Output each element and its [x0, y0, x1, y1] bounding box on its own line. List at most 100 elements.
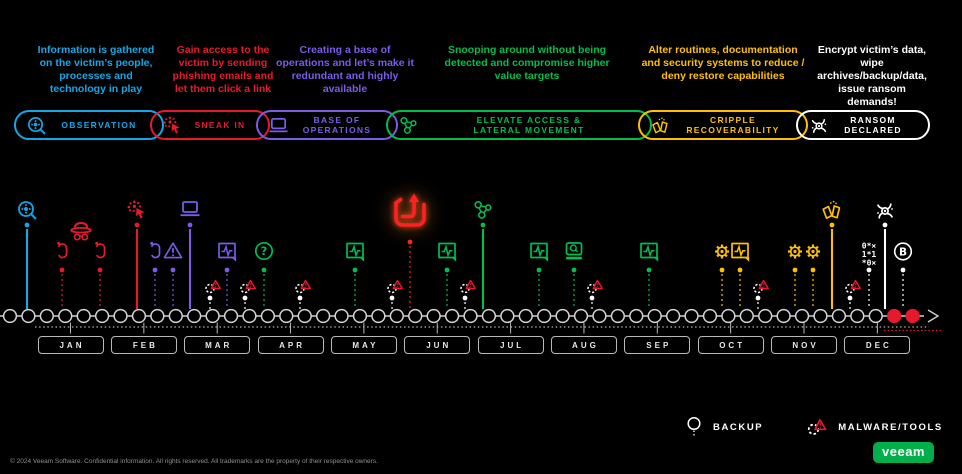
phase-pill-label: CRIPPLE RECOVERABILITY — [686, 115, 780, 135]
month-box-apr: APR — [257, 336, 324, 354]
malware-icon — [240, 279, 257, 294]
marker-dot — [589, 295, 595, 301]
timeline-node — [555, 308, 570, 324]
monitor-icon — [438, 242, 457, 263]
phase-pill-ransom-declared: RANSOM DECLARED — [796, 110, 930, 140]
marker-dot — [646, 267, 652, 273]
timeline-node — [481, 308, 497, 324]
malware-icon — [205, 279, 222, 294]
marker-dot — [242, 295, 248, 301]
timeline-node — [187, 308, 202, 324]
phase-pill-observation: OBSERVATION — [14, 110, 164, 140]
timeline-node — [371, 308, 386, 324]
timeline-node — [94, 308, 110, 324]
gear-icon — [786, 243, 804, 260]
timeline-node — [702, 308, 718, 324]
phase-pill-cripple-recoverability: CRIPPLE RECOVERABILITY — [638, 110, 808, 140]
month-box-dec: DEC — [844, 336, 911, 354]
bitcoin-icon — [893, 242, 913, 261]
monitor-icon — [346, 242, 365, 263]
timeline-node — [21, 308, 36, 324]
legend-item-malware-tools: MALWARE/TOOLS — [807, 418, 943, 436]
marker-dot — [719, 267, 725, 273]
gear-icon — [804, 243, 822, 260]
legend: BACKUP MALWARE/TOOLS — [686, 416, 943, 438]
binary-icon — [861, 241, 877, 267]
phase-description-elevate-access: Snooping around without being detected a… — [444, 44, 610, 82]
timeline-node — [150, 308, 165, 324]
timeline-node — [776, 308, 791, 324]
laptop-icon — [180, 201, 200, 217]
timeline-node — [334, 308, 349, 324]
timeline-node-compromised — [887, 308, 902, 324]
timeline-node — [721, 308, 736, 324]
timeline-node — [831, 308, 847, 324]
phase-pill-label: SNEAK IN — [194, 120, 246, 130]
marker-dot — [536, 267, 542, 273]
molecule-icon — [399, 116, 418, 135]
marker-dot — [882, 222, 888, 228]
marker-dot — [261, 267, 267, 273]
month-box-aug: AUG — [550, 336, 617, 354]
marker-dot — [407, 239, 413, 245]
malware-icon — [295, 279, 312, 294]
timeline-node — [537, 308, 552, 324]
phase-description-observation: Information is gathered on the victim’s … — [37, 44, 155, 95]
malware-tools-icon — [807, 418, 827, 436]
marker-dot — [152, 267, 158, 273]
marker-dot — [480, 222, 486, 228]
month-box-sep: SEP — [624, 336, 691, 354]
timeline-node — [647, 308, 662, 324]
timeline-node — [2, 308, 18, 324]
phase-description-ransom-declared: Encrypt victim’s data, wipe archives/bac… — [817, 44, 927, 108]
timeline-node — [500, 308, 515, 324]
month-box-oct: OCT — [697, 336, 764, 354]
molecule-icon — [474, 201, 492, 219]
marker-dot — [297, 295, 303, 301]
marker-dot — [24, 222, 30, 228]
timeline-node — [113, 308, 128, 324]
marker-dot — [866, 267, 872, 273]
malware-icon — [753, 279, 770, 294]
timeline-node — [389, 308, 404, 324]
backup-icon — [686, 416, 702, 438]
phase-pill-label: OBSERVATION — [61, 120, 137, 130]
hook-icon — [149, 241, 161, 259]
hook-icon — [56, 241, 68, 259]
phase-pill-label: BASE OF OPERATIONS — [302, 115, 372, 135]
timeline-node — [794, 308, 810, 324]
timeline-node — [684, 308, 699, 324]
marker-dot — [444, 267, 450, 273]
timeline-node — [850, 308, 865, 324]
marker-dot — [900, 267, 906, 273]
marker-dot — [134, 222, 140, 228]
hook-icon — [94, 241, 106, 259]
veeam-logo: veeam — [873, 442, 934, 463]
legend-label-malware-tools: MALWARE/TOOLS — [838, 421, 943, 433]
gear-icon — [713, 243, 731, 260]
timeline-node — [629, 308, 644, 324]
timeline-node — [463, 308, 478, 324]
marker-dot — [571, 267, 577, 273]
timeline-node — [426, 308, 441, 324]
month-box-jun: JUN — [404, 336, 471, 354]
marker-dot — [97, 267, 103, 273]
laptop-search-icon — [565, 242, 583, 261]
month-box-may: MAY — [330, 336, 397, 354]
timeline-node — [610, 308, 626, 324]
broken-backup-icon — [651, 116, 670, 135]
timeline-node — [131, 308, 147, 324]
monitor-icon — [218, 242, 237, 263]
timeline-node — [813, 308, 828, 324]
phase-pill-elevate-access: ELEVATE ACCESS & LATERAL MOVEMENT — [386, 110, 652, 140]
monitor-icon — [731, 242, 750, 263]
timeline-node — [518, 308, 533, 324]
timeline-node — [739, 308, 754, 324]
marker-dot — [847, 295, 853, 301]
timeline-node — [76, 308, 91, 324]
phase-description-cripple-recoverability: Alter routines, documentation and securi… — [641, 44, 805, 82]
timeline-node — [444, 308, 460, 324]
marker-dot — [737, 267, 743, 273]
marker-dot — [187, 222, 193, 228]
